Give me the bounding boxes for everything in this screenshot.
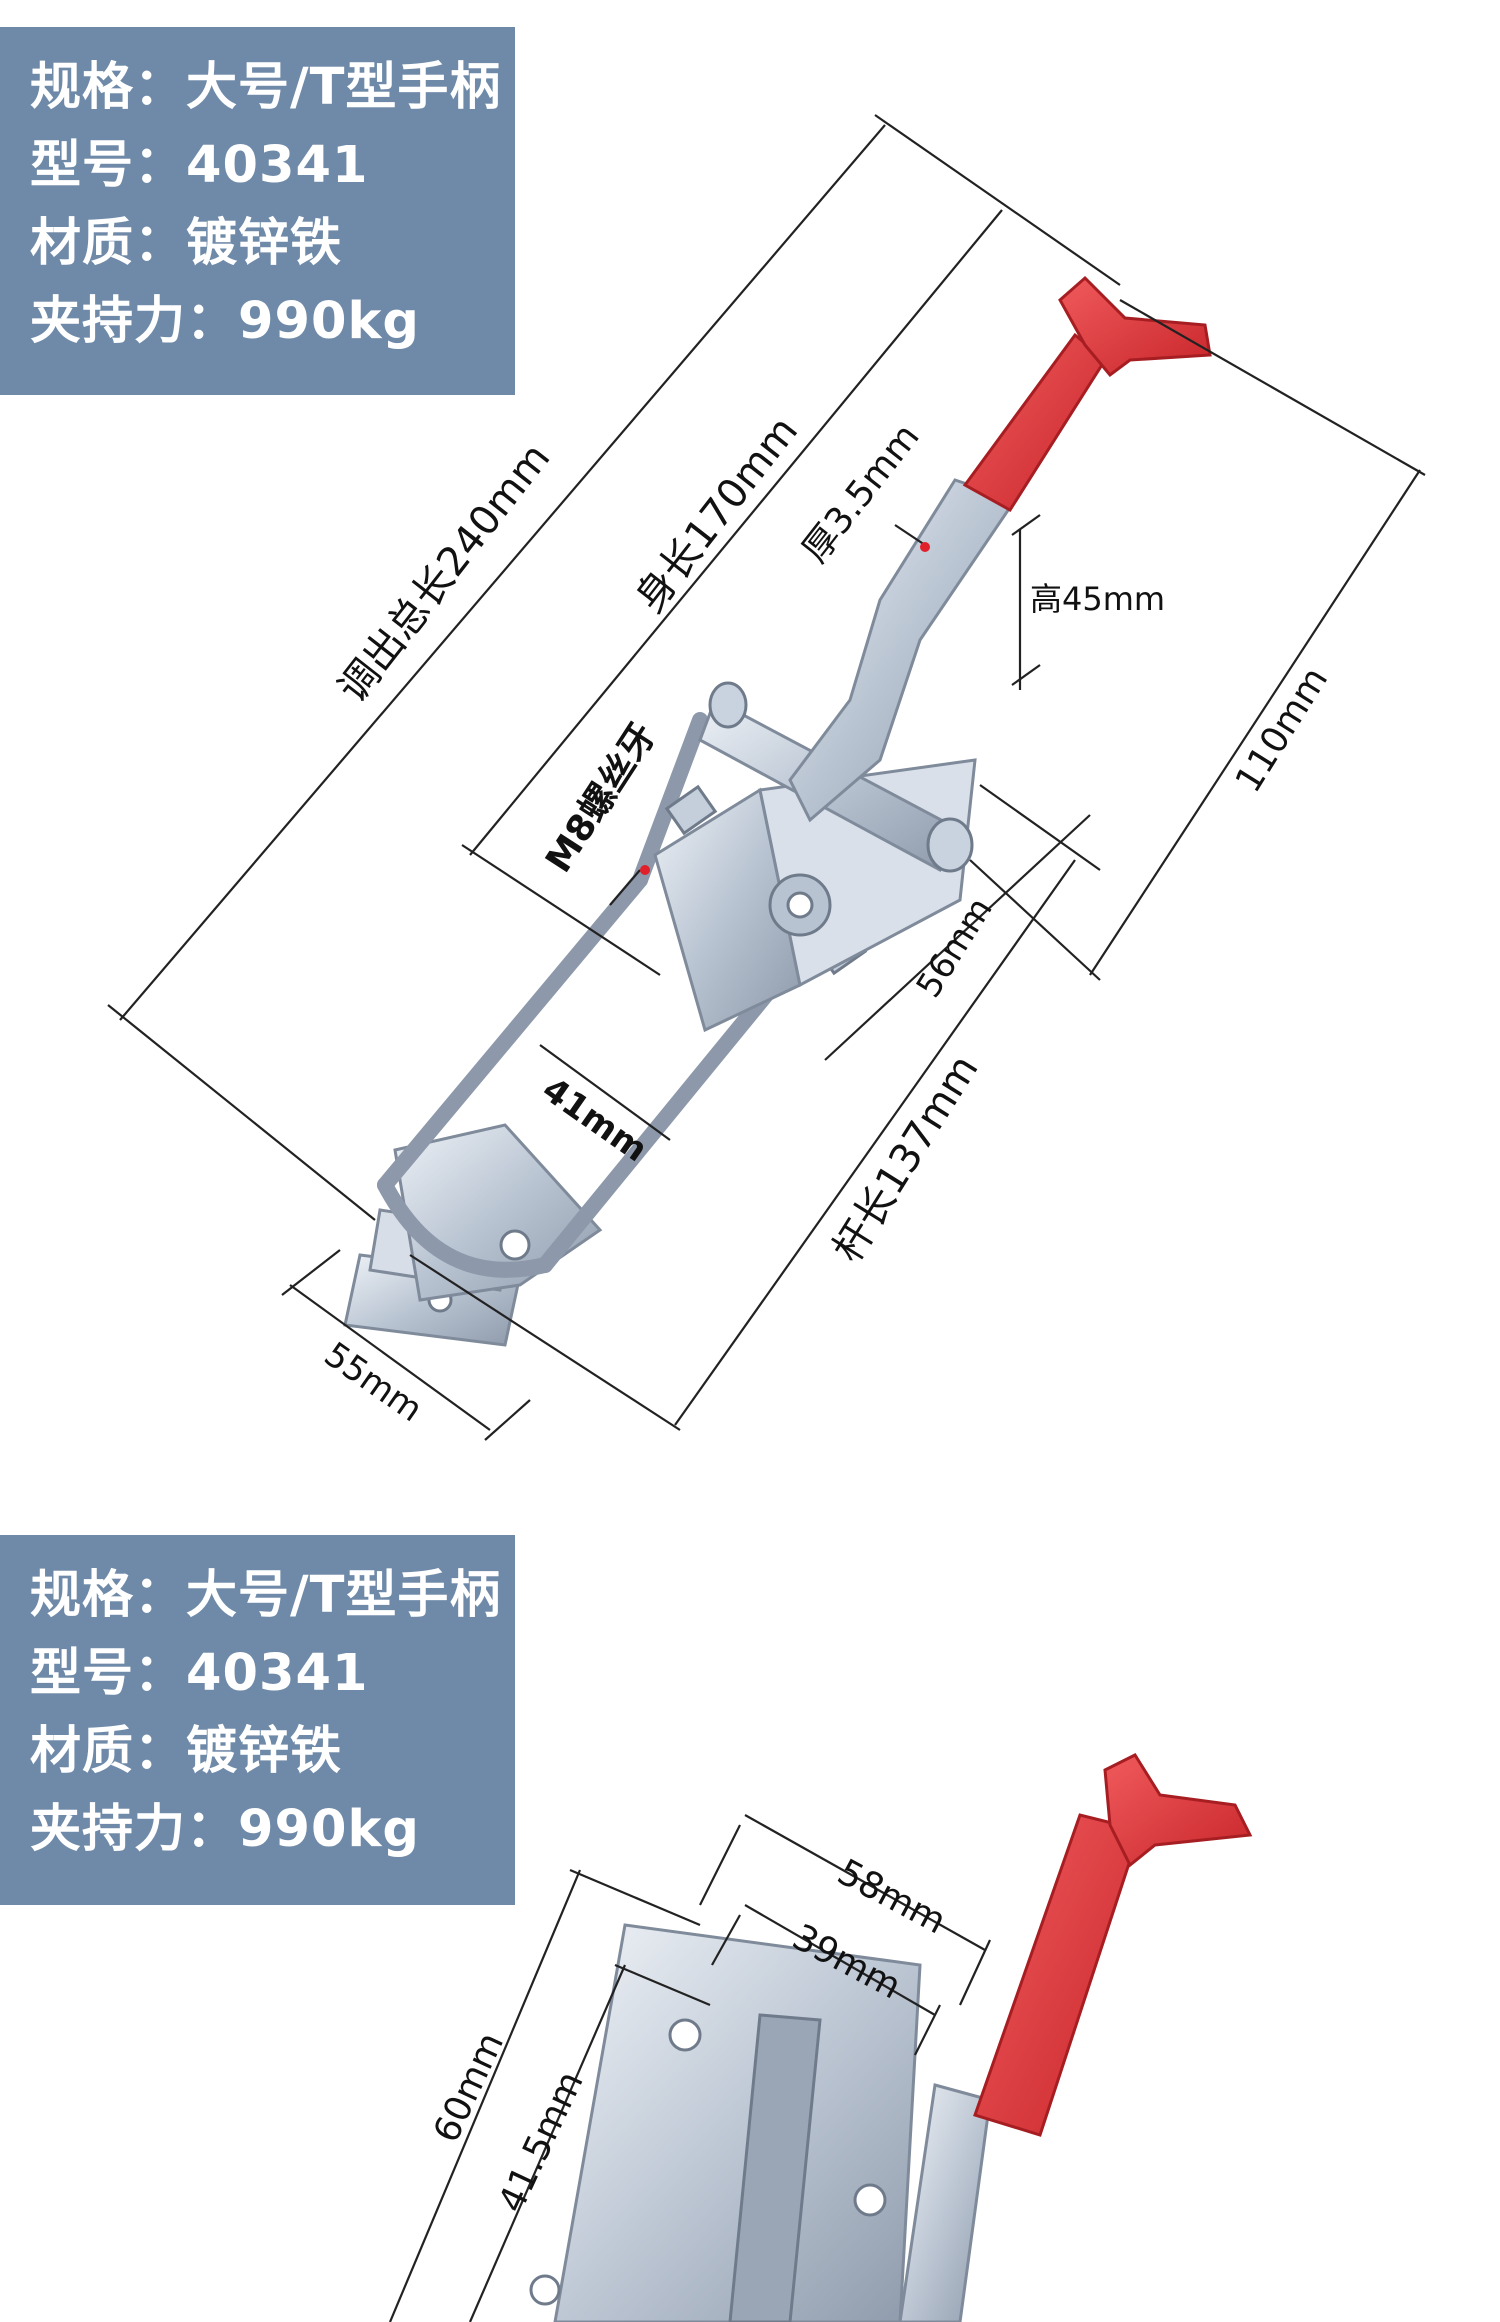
spec-panel-1: 规格：大号/T型手柄 型号：40341 材质：镀锌铁 夹持力：990kg <box>0 27 515 395</box>
clamp-diagram-1: 调出总长240mm 身长170mm 厚3.5mm 高45mm 110mm M8螺… <box>107 114 1426 1441</box>
spec-line-size: 规格：大号/T型手柄 <box>30 1566 502 1625</box>
height-label: 高45mm <box>1030 580 1165 618</box>
spec-panel-2: 规格：大号/T型手柄 型号：40341 材质：镀锌铁 夹持力：990kg <box>0 1535 515 1905</box>
base-plate-top-view <box>529 1923 922 2322</box>
height-60-label: 60mm <box>426 2026 512 2148</box>
clamp-diagram-2: 58mm 39mm 60mm 41.5mm <box>388 1753 1253 2322</box>
lever-arm <box>788 478 1018 823</box>
red-t-handle <box>962 275 1212 512</box>
product-dimension-section-2: 58mm 39mm 60mm 41.5mm 规格：大号/T型手柄 型号：4034… <box>0 1525 1500 2322</box>
spec-line-size: 规格：大号/T型手柄 <box>30 58 502 117</box>
spec-line-clamp-force: 夹持力：990kg <box>30 1800 420 1859</box>
marker-dots <box>640 542 930 875</box>
width-58-label: 58mm <box>831 1852 953 1943</box>
thickness-label: 厚3.5mm <box>795 417 928 571</box>
width-55-label: 55mm <box>317 1335 430 1431</box>
dimension-lines-2 <box>388 1814 991 2322</box>
total-length-label: 调出总长240mm <box>330 435 560 711</box>
spec-line-clamp-force: 夹持力：990kg <box>30 292 420 351</box>
rod-length-label: 杆长137mm <box>824 1047 987 1270</box>
spec-line-model: 型号：40341 <box>30 1644 369 1703</box>
lever-arm-2 <box>898 2083 992 2322</box>
dimension-lines <box>107 114 1426 1441</box>
body-length-label: 身长170mm <box>627 408 807 621</box>
spec-line-material: 材质：镀锌铁 <box>30 214 343 273</box>
spec-line-material: 材质：镀锌铁 <box>30 1722 343 1781</box>
spec-line-model: 型号：40341 <box>30 136 369 195</box>
product-dimension-section-1: 调出总长240mm 身长170mm 厚3.5mm 高45mm 110mm M8螺… <box>0 27 1426 1441</box>
red-t-handle-2 <box>973 1753 1253 2137</box>
